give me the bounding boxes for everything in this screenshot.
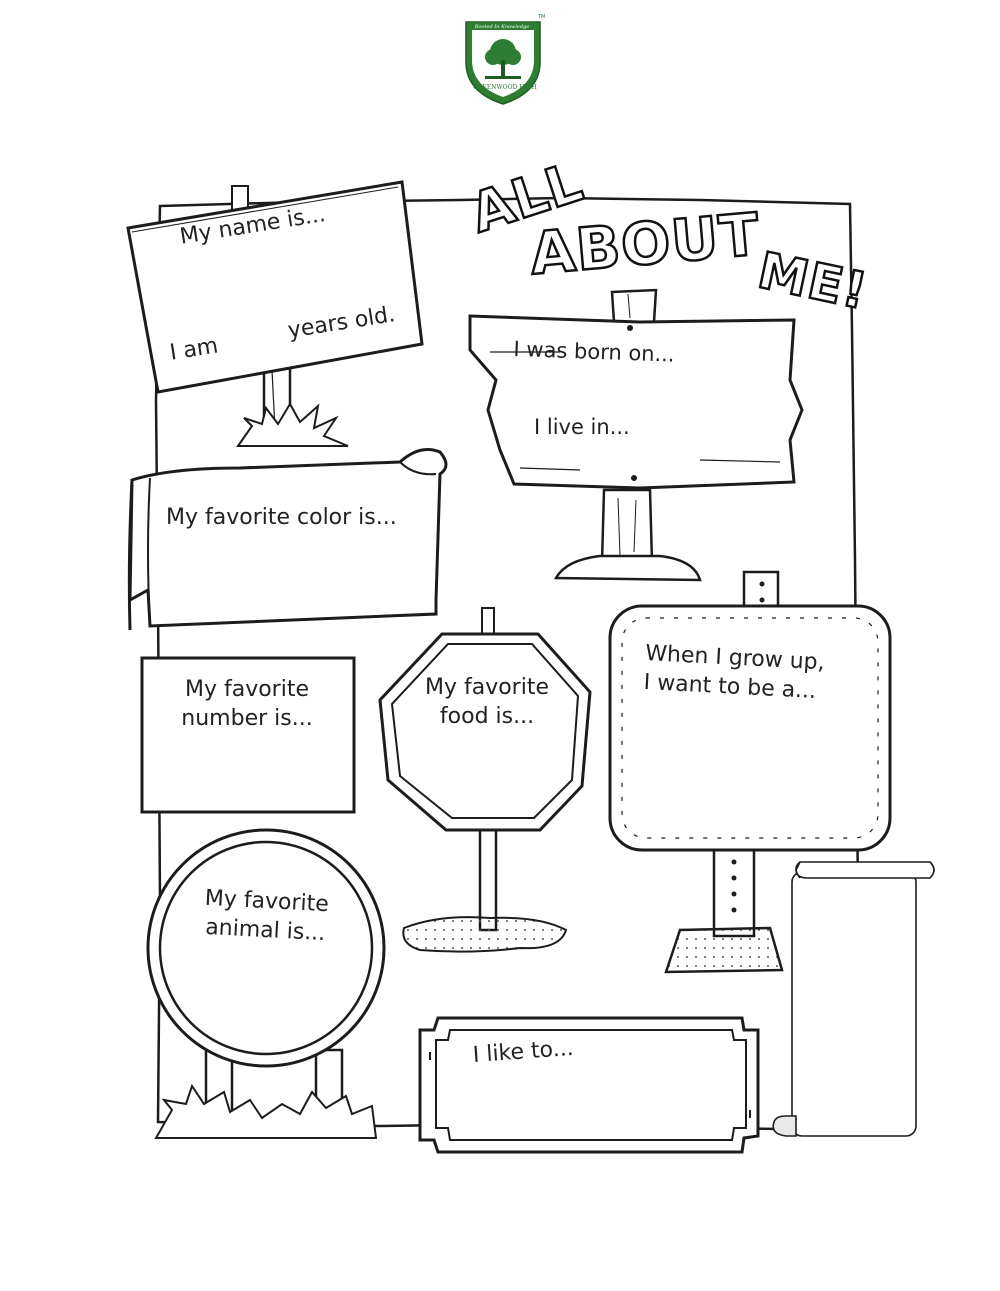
name-sign-art	[126, 180, 424, 447]
born-sign-art	[468, 288, 804, 582]
trademark-mark: TM	[538, 14, 546, 20]
prompt-animal: My favorite animal is...	[175, 883, 358, 950]
school-motto: Rooted In Knowledge	[474, 24, 530, 30]
grow-sign-art	[608, 570, 892, 974]
tree-icon	[485, 39, 521, 79]
prompt-food-line1: My favorite	[424, 675, 550, 700]
animal-sign-art	[146, 828, 386, 1139]
food-sign-art	[378, 607, 592, 953]
blank-scroll-art	[772, 861, 935, 1137]
prompt-color: My favorite color is...	[166, 505, 397, 530]
prompt-food-line2: food is...	[439, 703, 535, 729]
color-scroll-art	[127, 448, 448, 631]
prompt-number: My favorite number is...	[154, 676, 340, 733]
prompt-grow: When I grow up, I want to be a...	[643, 640, 825, 707]
school-crest-logo	[465, 21, 541, 105]
number-box-art	[140, 656, 356, 814]
prompt-food: My favorite food is...	[398, 674, 576, 731]
prompt-live: I live in...	[534, 415, 630, 439]
prompt-born: I was born on...	[513, 336, 676, 367]
prompt-number-line1: My favorite	[184, 677, 310, 702]
like-plaque-art	[418, 1016, 760, 1154]
school-name: GREENWOOD HIGH	[473, 84, 537, 91]
prompt-number-line2: number is...	[181, 705, 313, 731]
